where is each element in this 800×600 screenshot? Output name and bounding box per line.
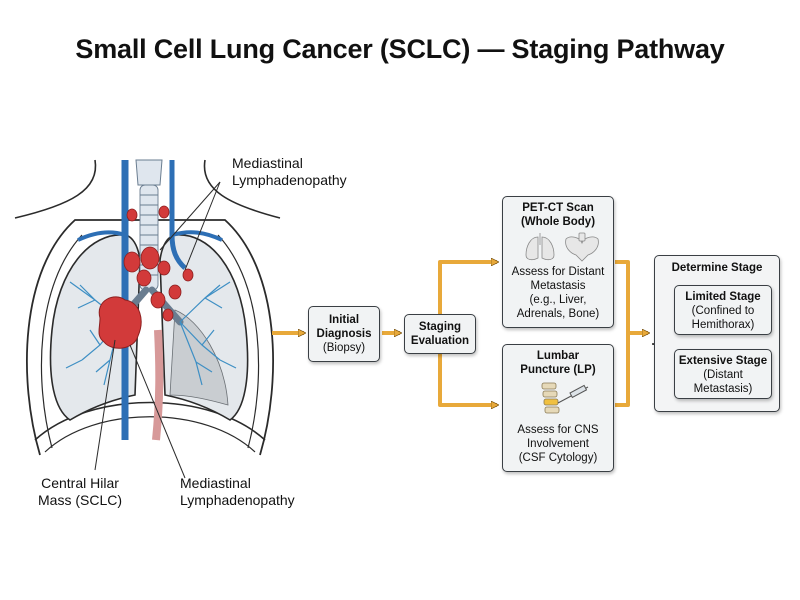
chest-illustration <box>14 159 281 479</box>
syringe-icon <box>557 384 589 404</box>
pointer-mass <box>94 339 116 471</box>
arrow-pet-to-determine <box>615 260 648 333</box>
aorta <box>152 329 164 441</box>
spine-icon <box>541 382 560 414</box>
extensive-stage-box: Extensive Stage (Distant Metastasis) <box>674 349 772 399</box>
lungs-icon <box>525 233 555 261</box>
determine-stage-title: Determine Stage <box>671 262 763 274</box>
left-lung <box>49 234 141 421</box>
staging-evaluation-box: Staging Evaluation <box>404 314 476 354</box>
page-title: Small Cell Lung Cancer (SCLC) — Staging … <box>75 34 725 64</box>
diaphragm <box>34 401 266 441</box>
neck-shoulder-outline <box>14 159 97 219</box>
larynx <box>135 159 163 186</box>
initial-diagnosis-box: Initial Diagnosis (Biopsy) <box>308 306 380 362</box>
limited-stage-box: Limited Stage (Confined to Hemithorax) <box>674 285 772 335</box>
pelvis-icon <box>565 232 599 262</box>
lumbar-puncture-box: Lumbar Puncture (LP) Assess for CNS Invo… <box>502 344 614 472</box>
pet-ct-box: PET-CT Scan (Whole Body) Assess for Dist… <box>502 196 614 328</box>
central-hilar-mass <box>98 296 142 349</box>
lymph-nodes <box>123 205 194 322</box>
arrow-staging-to-lp <box>438 333 497 405</box>
arrow-lp-to-determine <box>615 333 630 407</box>
pointer-top-2 <box>184 181 221 271</box>
pointer-bottom <box>129 344 186 479</box>
pointer-top-1 <box>159 181 221 251</box>
bronchial-tree <box>65 281 237 386</box>
